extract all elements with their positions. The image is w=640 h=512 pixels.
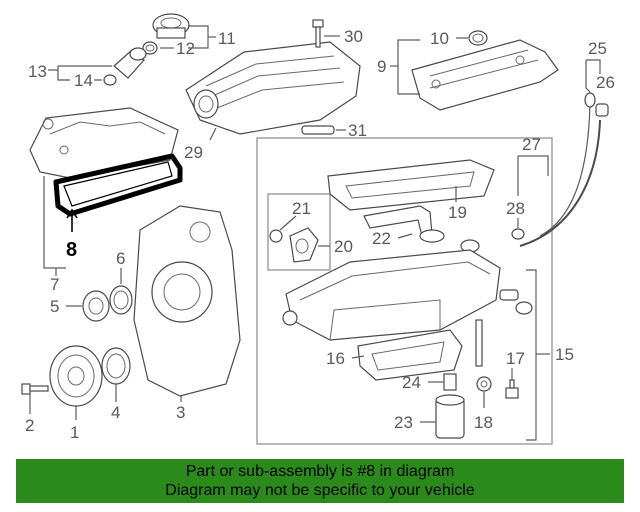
label-1: 1 (70, 423, 79, 442)
label-31: 31 (348, 121, 367, 140)
label-22: 22 (372, 229, 391, 248)
part-manifold-gasket (301, 125, 335, 135)
label-18: 18 (474, 413, 493, 432)
part-harmonic-balancer (49, 345, 103, 407)
label-26: 26 (596, 73, 615, 92)
part-dipstick-tube (519, 119, 601, 247)
part-oil-pan (282, 249, 533, 341)
part-timing-cover (133, 205, 241, 397)
label-21: 21 (292, 199, 311, 218)
part-manifold-bolt (312, 19, 324, 48)
label-25: 25 (588, 39, 607, 58)
label-7: 7 (50, 275, 59, 294)
label-16: 16 (326, 349, 345, 368)
label-19: 19 (448, 203, 467, 222)
banner-line-part: Part or sub-assembly is #8 in diagram (185, 463, 455, 480)
label-23: 23 (394, 413, 413, 432)
label-12: 12 (176, 39, 195, 58)
part-oil-filler-cap (152, 13, 190, 39)
part-oil-pickup-tube (363, 205, 445, 243)
label-24: 24 (402, 373, 421, 392)
label-20: 20 (334, 237, 353, 256)
label-4: 4 (111, 403, 120, 422)
part-dipstick-seal (595, 103, 609, 117)
part-oil-filler-tube (113, 47, 147, 79)
part-oil-level-sensor (289, 227, 319, 263)
part-pan-stud (475, 319, 483, 367)
part-dipstick-tube-seal (511, 228, 525, 240)
part-crank-seal (101, 347, 131, 385)
label-27: 27 (522, 135, 541, 154)
part-valve-cover-seal (468, 30, 488, 46)
part-sensor-o-ring (269, 229, 283, 243)
label-2: 2 (25, 416, 34, 435)
label-5: 5 (50, 297, 59, 316)
part-lower-oil-pan (357, 329, 463, 381)
part-intake-manifold (185, 41, 361, 135)
label-10: 10 (430, 29, 449, 48)
label-15: 15 (555, 345, 574, 364)
label-11: 11 (218, 29, 236, 48)
label-9: 9 (377, 57, 386, 76)
part-filler-seal (142, 41, 158, 55)
part-front-seal (109, 285, 133, 315)
part-oil-filter (435, 394, 465, 439)
part-cover-flange (82, 290, 110, 322)
part-dipstick (539, 92, 596, 237)
part-right-valve-cover (411, 39, 559, 111)
sensor-group-box (267, 193, 331, 271)
label-3: 3 (176, 403, 185, 422)
label-6: 6 (116, 249, 125, 268)
label-17: 17 (506, 349, 525, 368)
oil-pan-group-box (256, 137, 553, 445)
label-28: 28 (506, 199, 525, 218)
info-banner: Part or sub-assembly is #8 in diagram Di… (16, 459, 624, 503)
leader-lines (29, 25, 601, 441)
part-drain-plug-seal (476, 376, 492, 392)
part-filler-tube-o-ring (103, 74, 117, 86)
banner-line-disclaimer: Diagram may not be specific to your vehi… (165, 482, 475, 499)
part-valve-cover-gasket-highlighted (53, 153, 183, 217)
label-13: 13 (28, 62, 47, 81)
part-oil-pan-gasket (327, 159, 495, 211)
label-29: 29 (184, 143, 203, 162)
part-filter-adapter (443, 373, 457, 391)
part-balancer-bolt (21, 383, 49, 395)
label-14: 14 (74, 71, 93, 90)
label-8-highlighted: 8 (66, 239, 77, 261)
part-drain-plug (505, 379, 519, 399)
label-30: 30 (344, 27, 363, 46)
